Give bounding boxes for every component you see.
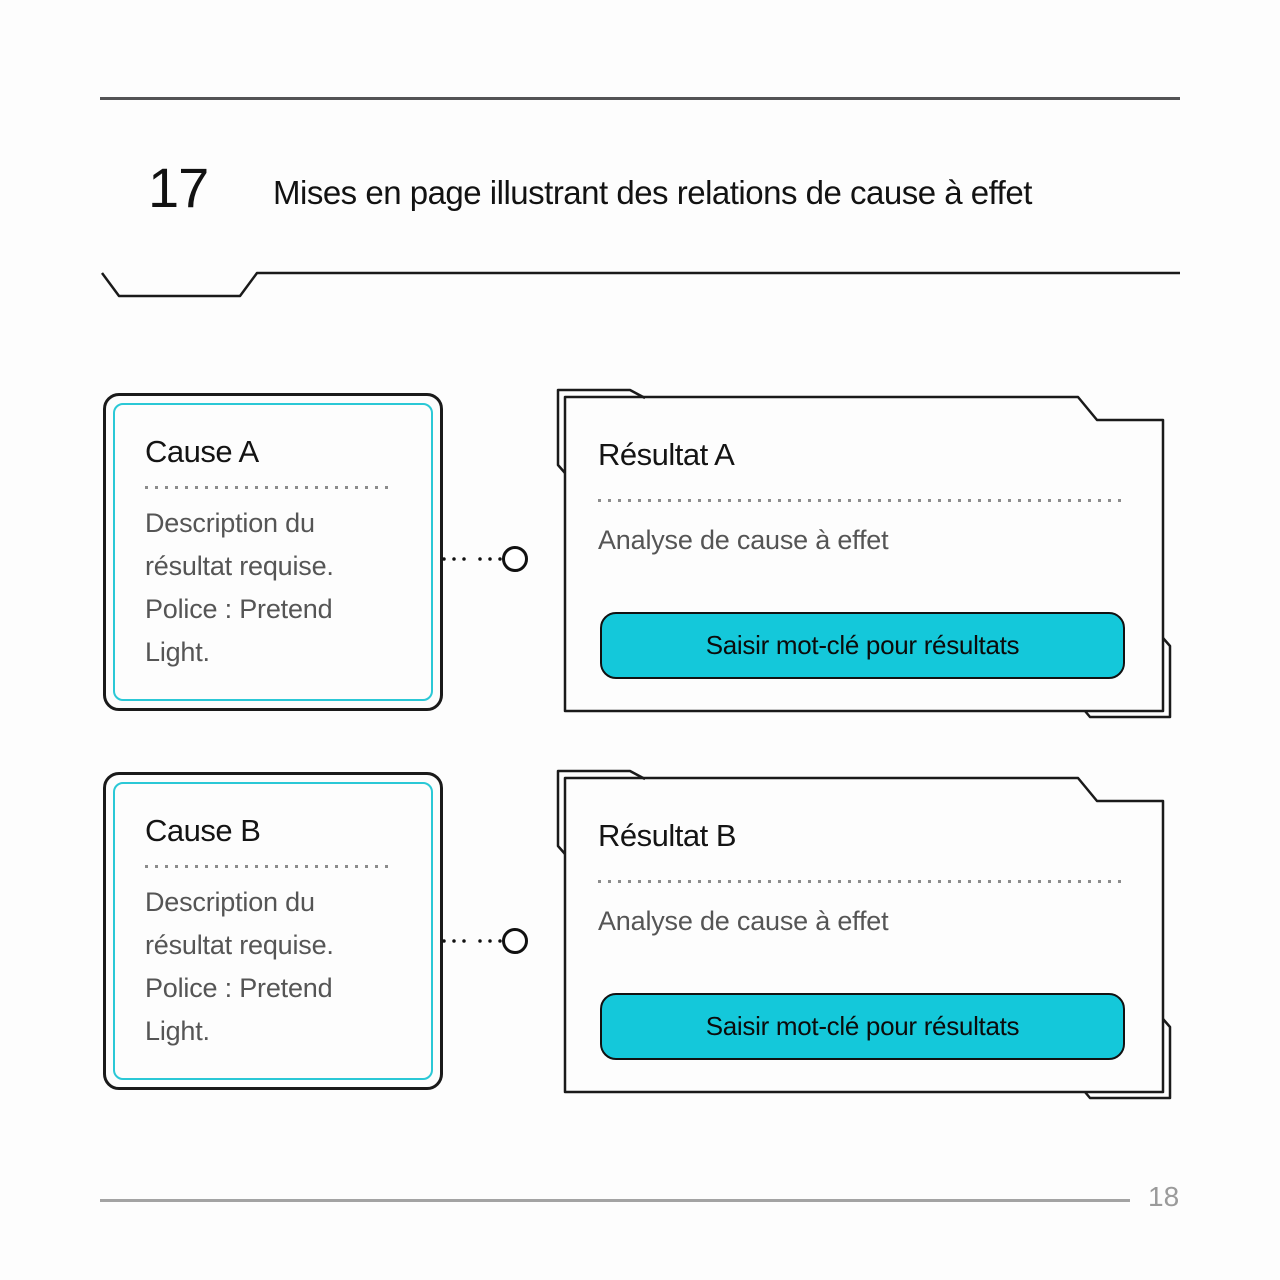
result-b-keyword-button[interactable]: Saisir mot-clé pour résultats — [600, 993, 1125, 1060]
chapter-number: 17 — [148, 156, 209, 219]
connector-a-circle-icon — [502, 546, 528, 572]
result-a-title: Résultat A — [598, 437, 735, 472]
result-b-title: Résultat B — [598, 818, 737, 853]
result-b-description: Analyse de cause à effet — [598, 906, 889, 936]
cause-a-description: Description du résultat requise. Police … — [145, 507, 334, 667]
connector-b — [442, 928, 528, 954]
cause-a-card: Cause A Description du résultat requise.… — [103, 393, 443, 711]
cause-a-separator — [145, 485, 392, 489]
cause-a-inner-frame: Cause A Description du résultat requise.… — [113, 403, 433, 701]
result-b-separator — [598, 880, 1128, 883]
result-b-card: Résultat B Analyse de cause à effet Sais… — [553, 766, 1173, 1106]
cause-b-inner-frame: Cause B Description du résultat requise.… — [113, 782, 433, 1080]
top-divider — [100, 97, 1180, 100]
connector-a — [442, 546, 528, 572]
connector-b-circle-icon — [502, 928, 528, 954]
cause-b-title: Cause B — [145, 813, 261, 848]
section-divider-notch — [100, 271, 1180, 298]
result-a-card: Résultat A Analyse de cause à effet Sais… — [553, 385, 1173, 725]
cause-b-card: Cause B Description du résultat requise.… — [103, 772, 443, 1090]
page-number: 18 — [1148, 1181, 1180, 1212]
page-title: Mises en page illustrant des relations d… — [273, 174, 1032, 211]
result-a-separator — [598, 499, 1128, 502]
cause-b-description: Description du résultat requise. Police … — [145, 886, 334, 1046]
result-a-keyword-button[interactable]: Saisir mot-clé pour résultats — [600, 612, 1125, 679]
bottom-divider — [100, 1199, 1130, 1202]
cause-b-separator — [145, 864, 392, 868]
cause-a-title: Cause A — [145, 434, 259, 469]
result-a-description: Analyse de cause à effet — [598, 525, 889, 555]
